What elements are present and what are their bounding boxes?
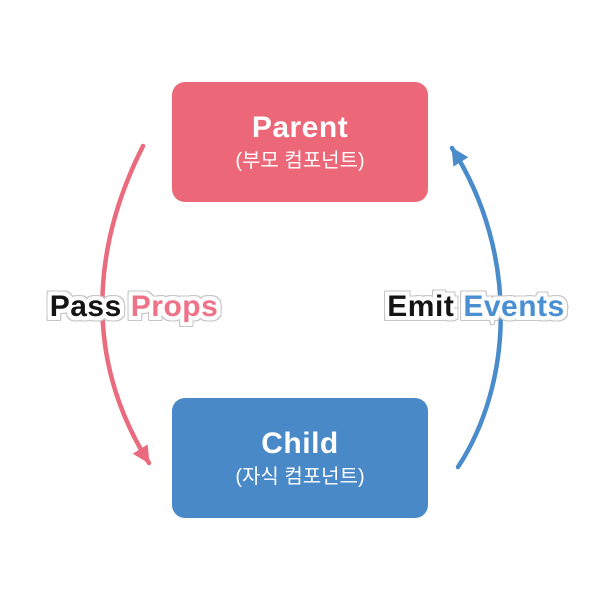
emit-events-label-word-events: Events — [459, 286, 568, 327]
pass-props-arrow — [100, 143, 152, 466]
child-subtitle: (자식 컴포넌트) — [235, 466, 365, 488]
child-title: Child — [261, 427, 339, 460]
emit-events-arrow — [449, 145, 503, 470]
pass-props-label-word-props: Props — [127, 286, 222, 327]
child-node: Child (자식 컴포넌트) — [172, 398, 428, 518]
parent-subtitle: (부모 컴포넌트) — [235, 150, 365, 172]
parent-node: Parent (부모 컴포넌트) — [172, 82, 428, 202]
emit-events-label-word-emit: Emit — [383, 286, 458, 327]
parent-title: Parent — [251, 111, 349, 144]
pass-props-label-word-pass: Pass — [46, 286, 126, 327]
